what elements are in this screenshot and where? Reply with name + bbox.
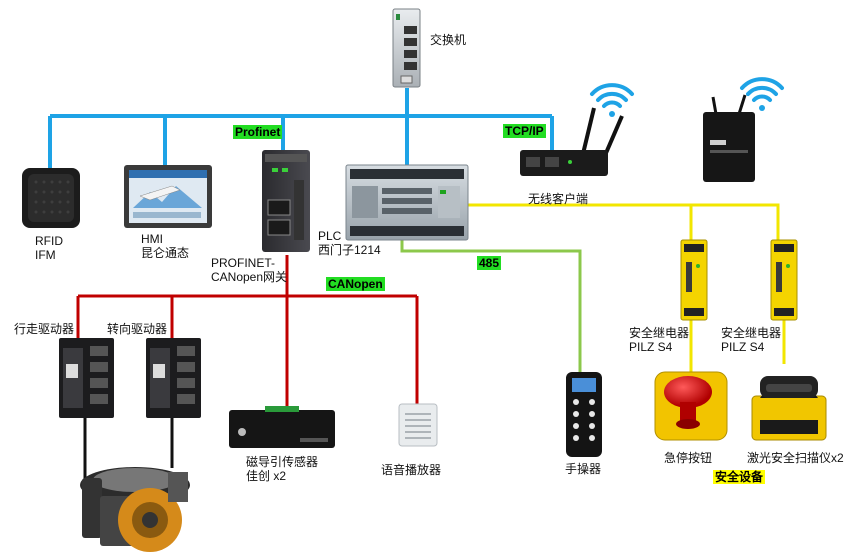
drive-steer-label: 转向驱动器: [107, 322, 168, 336]
wireless-client-label: 无线客户端: [528, 192, 589, 206]
wifi-icon: [590, 83, 634, 117]
wireless-router-icon: [520, 107, 624, 176]
rfid-label: RFID IFM: [35, 234, 63, 262]
gateway-label-line1: PROFINET-: [211, 256, 276, 270]
servo-drive-icon: [59, 338, 114, 418]
speaker-icon: [398, 403, 438, 447]
relay1-label-line1: 安全继电器: [629, 326, 690, 340]
relay2-label-line2: PILZ S4: [721, 340, 765, 354]
estop-label: 急停按钮: [664, 451, 713, 465]
relay2-label: 安全继电器 PILZ S4: [721, 326, 781, 354]
hmi-label-line2: 昆仑通态: [141, 246, 190, 260]
gateway-icon: [262, 150, 310, 252]
profinet-tag: Profinet: [233, 125, 283, 139]
mag-sensor-label: 磁导引传感器 佳创 x2: [246, 455, 318, 483]
ethernet-switch-icon: [392, 8, 421, 88]
switch-label: 交换机: [430, 33, 467, 47]
wireless-access-point-icon: [703, 94, 755, 182]
drive-travel-label: 行走驱动器: [14, 322, 75, 336]
drive-wheel-icon: [80, 467, 190, 552]
rfid-label-line1: RFID: [35, 234, 63, 248]
canopen-lines: [76, 255, 419, 412]
mag-sensor-label-line2: 佳创 x2: [246, 469, 287, 483]
safety-relay-icon: [680, 239, 708, 321]
rs485-lines: [400, 240, 582, 372]
rfid-reader-icon: [22, 168, 80, 228]
gateway-label: PROFINET- CANopen网关: [211, 256, 287, 284]
plc-label: PLC 西门子1214: [318, 229, 381, 257]
plc-label-line2: 西门子1214: [318, 243, 381, 257]
magnetic-guide-sensor-icon: [229, 406, 335, 448]
safety-lines: [468, 203, 786, 372]
speaker-label: 语音播放器: [381, 463, 442, 477]
rfid-label-line2: IFM: [35, 248, 56, 262]
handheld-label: 手操器: [565, 462, 602, 476]
relay1-label-line2: PILZ S4: [629, 340, 673, 354]
hmi-label-line1: HMI: [141, 232, 163, 246]
safety-relay-icon: [770, 239, 798, 321]
canopen-tag: CANopen: [326, 277, 385, 291]
scanner-label: 激光安全扫描仪x2: [747, 451, 844, 465]
rs485-tag: 485: [477, 256, 502, 270]
relay2-label-line1: 安全继电器: [721, 326, 782, 340]
touch-panel-icon: [124, 165, 212, 228]
safety-devices-tag: 安全设备: [713, 470, 766, 484]
servo-drive-icon: [146, 338, 201, 418]
handheld-controller-icon: [566, 372, 602, 457]
plc-label-line1: PLC: [318, 229, 342, 243]
mag-sensor-label-line1: 磁导引传感器: [246, 455, 319, 469]
emergency-stop-icon: [654, 371, 728, 441]
wheel-cables: [83, 418, 174, 480]
relay1-label: 安全继电器 PILZ S4: [629, 326, 689, 354]
ethernet-lines: [48, 88, 554, 168]
tcpip-tag: TCP/IP: [503, 124, 546, 138]
plc-icon: [345, 164, 469, 241]
laser-scanner-icon: [751, 376, 827, 441]
hmi-label: HMI 昆仑通态: [141, 232, 189, 260]
gateway-label-line2: CANopen网关: [211, 270, 288, 284]
wifi-icon: [740, 77, 784, 111]
